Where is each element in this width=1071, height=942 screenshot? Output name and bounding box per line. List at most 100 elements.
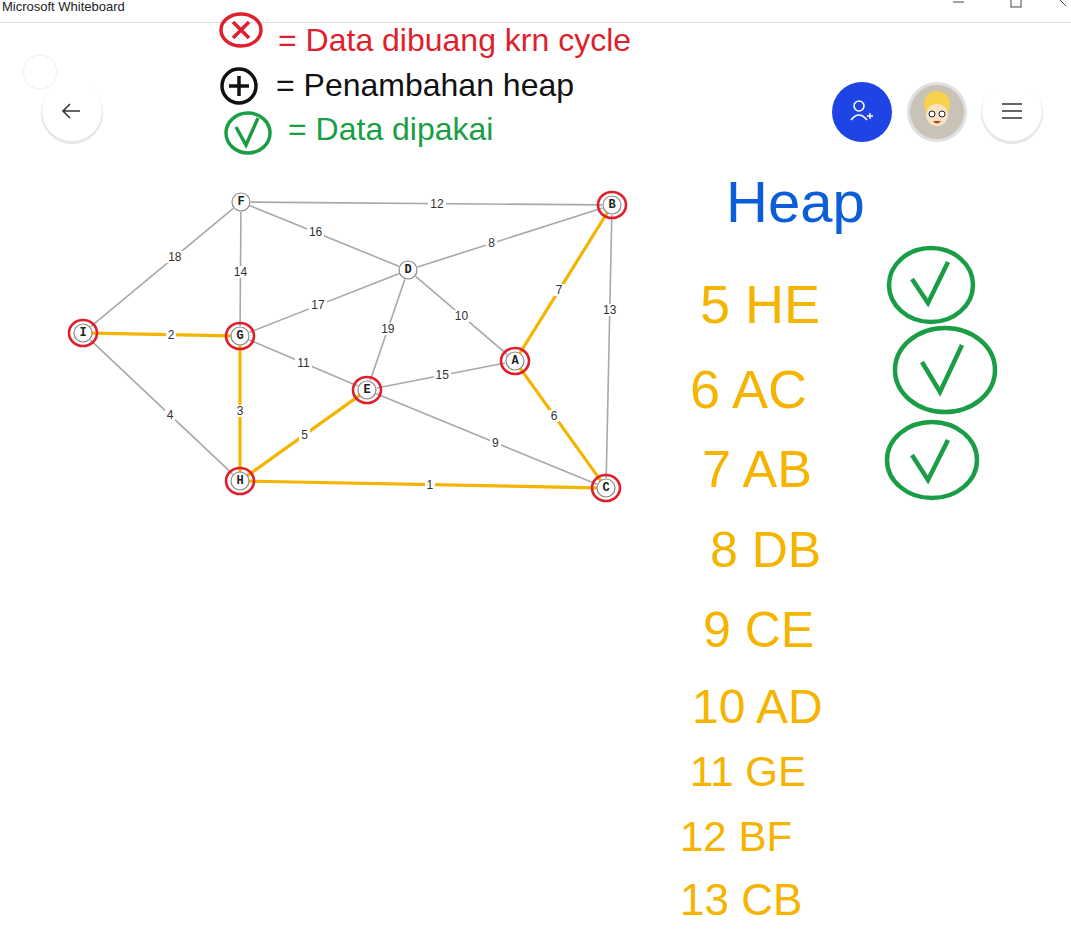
legend-text: = Data dibuang krn cycle [278, 23, 631, 58]
avatar-eye [929, 111, 935, 117]
graph-vertex: D [398, 260, 418, 280]
share-button [832, 82, 892, 142]
avatar-eye [939, 111, 945, 117]
vertex-letter: G [236, 330, 243, 342]
graph-edge [251, 202, 602, 205]
edge-weight: 18 [166, 251, 183, 263]
edge-line [249, 274, 398, 333]
edge-weight: 3 [235, 405, 246, 417]
graph-edge [416, 276, 508, 354]
edge-weight: 1 [425, 479, 436, 491]
minimize-icon [953, 2, 964, 3]
selected-vertex-mark [226, 468, 254, 494]
edge-weight: 17 [309, 299, 326, 311]
menu-icon [1002, 104, 1022, 118]
menu-button [982, 81, 1042, 141]
button-shadow [981, 82, 1043, 144]
graph-edge [250, 206, 398, 266]
used-check-mark [912, 440, 948, 480]
edge-weight: 16 [307, 226, 324, 238]
mst-highlight [520, 213, 606, 352]
graph-edge [248, 396, 359, 475]
edge-weight: 15 [434, 369, 451, 381]
maximize-icon [1011, 0, 1021, 7]
edge-line [376, 394, 596, 484]
button-shadow [41, 82, 103, 144]
person-add-icon [851, 115, 867, 120]
cross-circle-symbol [221, 14, 261, 46]
heap-entry: 9 CE [703, 603, 814, 658]
vertex-circle [358, 381, 376, 399]
vertex-circle [232, 193, 250, 211]
graph-edge [376, 394, 596, 484]
vertex-letter: E [363, 384, 370, 396]
graph-edge [520, 213, 606, 352]
heap-entry: 11 GE [690, 749, 806, 795]
plus-circle-symbol [229, 76, 249, 96]
used-check-mark [887, 422, 977, 498]
edge-line [606, 215, 612, 478]
vertex-letter: D [404, 264, 411, 276]
selected-vertex-mark [69, 320, 97, 346]
back-button [42, 81, 102, 141]
edge-weight: 12 [428, 198, 445, 210]
edge-weight: 7 [554, 284, 565, 296]
vertex-letter: F [237, 196, 244, 208]
mst-highlight [93, 333, 230, 336]
graph-vertex: F [231, 192, 251, 212]
edge-weight: 14 [232, 266, 249, 278]
edge-weight: 9 [490, 437, 501, 449]
mst-highlight [521, 369, 600, 480]
vertex-circle [74, 324, 92, 342]
graph-edge [606, 215, 612, 478]
selected-vertex-mark [598, 192, 626, 218]
selected-vertex-mark [501, 348, 529, 374]
vertex-circle [603, 196, 621, 214]
avatar-mouth [933, 121, 941, 124]
used-check-mark [922, 345, 962, 392]
heap-entry: 5 HE [700, 275, 820, 334]
edge-weight: 10 [453, 310, 470, 322]
graph-edge [418, 208, 603, 267]
graph-edge [93, 333, 230, 336]
graph-vertex: G [230, 326, 250, 346]
title-bar [0, 0, 1071, 22]
vertex-circle [597, 479, 615, 497]
edge-weight: 19 [379, 323, 396, 335]
edge-line [250, 206, 398, 266]
heap-entry: 10 AD [692, 681, 823, 734]
edge-line [521, 369, 600, 480]
vertex-letter: A [511, 355, 518, 367]
selected-vertex-mark [592, 475, 620, 501]
window-title: Microsoft Whiteboard [2, 0, 125, 14]
edge-line [90, 340, 232, 474]
vertex-letter: C [602, 482, 609, 494]
vertex-letter: I [79, 327, 86, 339]
graph-edge [250, 481, 596, 488]
edge-line [251, 202, 602, 205]
edge-line [93, 333, 230, 336]
edge-weight: 13 [601, 304, 618, 316]
person-add-icon [854, 101, 864, 111]
used-check-mark [889, 248, 973, 322]
faint-button [23, 55, 57, 89]
edge-line [416, 276, 508, 354]
avatar-ring [907, 82, 967, 142]
edge-line [250, 481, 596, 488]
edge-line [418, 208, 603, 267]
mst-highlight [248, 396, 359, 475]
legend-text: = Data dipakai [288, 112, 493, 147]
vertex-circle [231, 472, 249, 490]
heap-heading: Heap [726, 170, 865, 234]
graph-edge [249, 274, 398, 333]
graph-edge [377, 363, 505, 388]
edge-line [520, 213, 606, 352]
graph-vertex: C [596, 478, 616, 498]
vertex-circle [231, 327, 249, 345]
vertex-circle [506, 352, 524, 370]
plus-circle-symbol [222, 69, 256, 103]
graph-vertex: E [357, 380, 377, 400]
selected-vertex-mark [226, 323, 254, 349]
vertex-circle [399, 261, 417, 279]
